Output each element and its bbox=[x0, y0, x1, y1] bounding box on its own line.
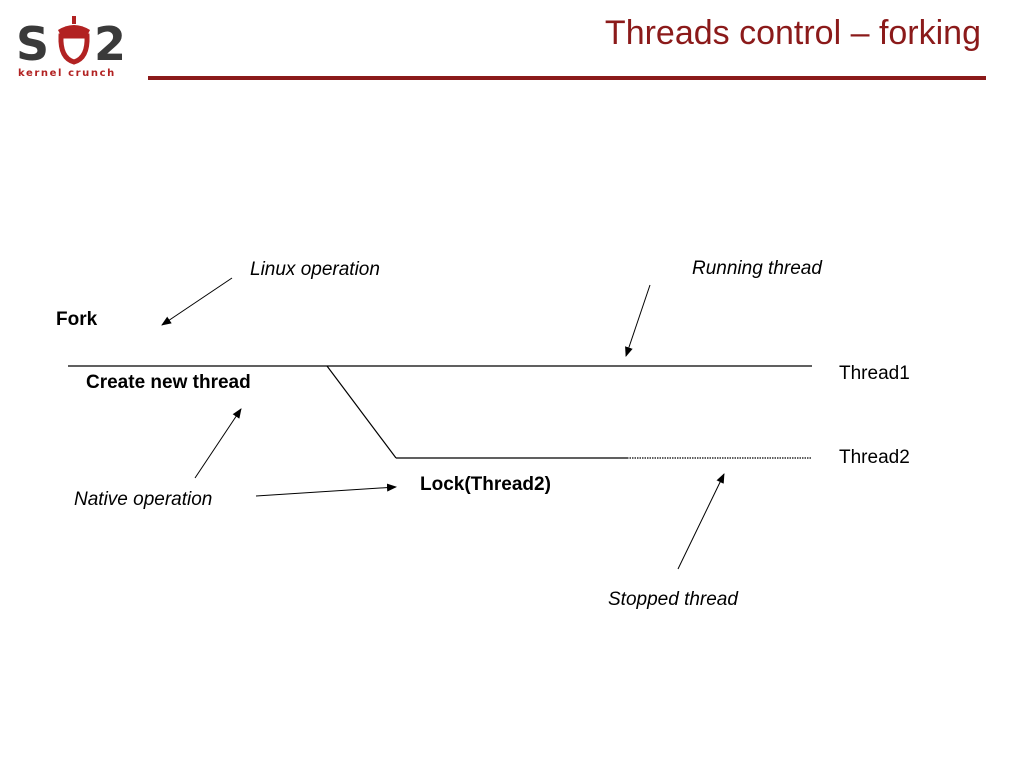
svg-text:S: S bbox=[16, 17, 50, 71]
svg-text:2: 2 bbox=[94, 17, 127, 71]
fork-label: Fork bbox=[56, 309, 98, 330]
lock-thread2-label: Lock(Thread2) bbox=[420, 474, 551, 495]
thread2-label: Thread2 bbox=[839, 447, 910, 468]
thread1-label: Thread1 bbox=[839, 363, 910, 384]
linux-operation-arrow bbox=[161, 277, 233, 326]
fork-branch-line bbox=[326, 365, 397, 459]
stopped-thread-arrow bbox=[677, 473, 725, 570]
acorn-icon bbox=[58, 16, 90, 65]
create-new-thread-label: Create new thread bbox=[86, 372, 251, 393]
native-operation-to-create-arrow bbox=[194, 408, 242, 479]
native-operation-label: Native operation bbox=[74, 489, 213, 510]
logo-tagline: kernel crunch bbox=[18, 68, 116, 79]
logo-wordmark: S 2 bbox=[16, 12, 136, 86]
native-operation-to-lock-arrow bbox=[255, 483, 397, 497]
running-thread-label: Running thread bbox=[692, 258, 822, 279]
stopped-thread-label: Stopped thread bbox=[608, 589, 738, 610]
slide-title: Threads control – forking bbox=[604, 14, 981, 52]
running-thread-arrow bbox=[625, 284, 651, 357]
so2-logo: S 2 kernel crunch bbox=[14, 12, 134, 84]
logo-wordmark-graphic: S 2 bbox=[16, 16, 127, 71]
title-divider bbox=[148, 76, 986, 80]
linux-operation-label: Linux operation bbox=[250, 259, 380, 280]
